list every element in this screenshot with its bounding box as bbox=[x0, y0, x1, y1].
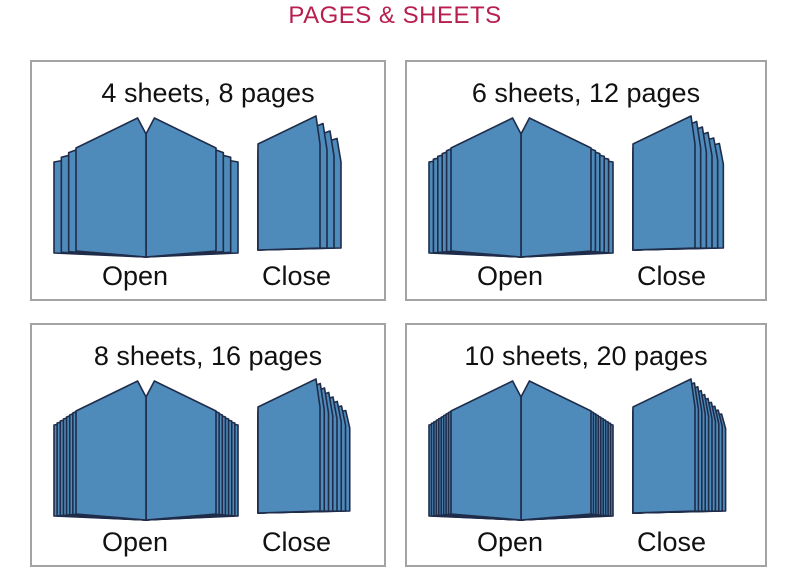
open-page bbox=[520, 380, 592, 521]
panel-heading: 6 sheets, 12 pages bbox=[471, 78, 701, 108]
panel-8-sheets: 8 sheets, 16 pages Open Close bbox=[30, 323, 386, 567]
close-caption: Close bbox=[262, 527, 332, 557]
open-caption: Open bbox=[477, 527, 544, 557]
closed-page bbox=[257, 115, 321, 251]
open-page bbox=[520, 117, 592, 258]
book-illustration bbox=[53, 378, 351, 521]
panel-heading: 4 sheets, 8 pages bbox=[101, 78, 315, 108]
closed-page bbox=[632, 115, 696, 251]
open-page bbox=[145, 380, 217, 521]
open-page bbox=[450, 117, 522, 258]
panel-10-sheets: 10 sheets, 20 pages Open Close bbox=[405, 323, 767, 567]
book-illustration bbox=[428, 115, 725, 258]
close-caption: Close bbox=[637, 261, 707, 291]
open-page bbox=[145, 117, 217, 258]
closed-page bbox=[257, 378, 321, 514]
open-caption: Open bbox=[477, 261, 544, 291]
close-caption: Close bbox=[262, 261, 332, 291]
panel-heading: 8 sheets, 16 pages bbox=[93, 341, 323, 371]
close-caption: Close bbox=[637, 527, 707, 557]
page-title: PAGES & SHEETS bbox=[288, 2, 502, 29]
panel-heading: 10 sheets, 20 pages bbox=[464, 341, 708, 371]
book-illustration bbox=[428, 378, 727, 521]
open-caption: Open bbox=[102, 527, 169, 557]
open-page bbox=[75, 380, 147, 521]
closed-page bbox=[632, 378, 696, 514]
panel-6-sheets: 6 sheets, 12 pages Open Close bbox=[405, 60, 767, 301]
open-caption: Open bbox=[102, 261, 169, 291]
open-page bbox=[450, 380, 522, 521]
panel-4-sheets: 4 sheets, 8 pages Open Close bbox=[30, 60, 386, 301]
open-page bbox=[75, 117, 147, 258]
book-illustration bbox=[53, 115, 342, 258]
